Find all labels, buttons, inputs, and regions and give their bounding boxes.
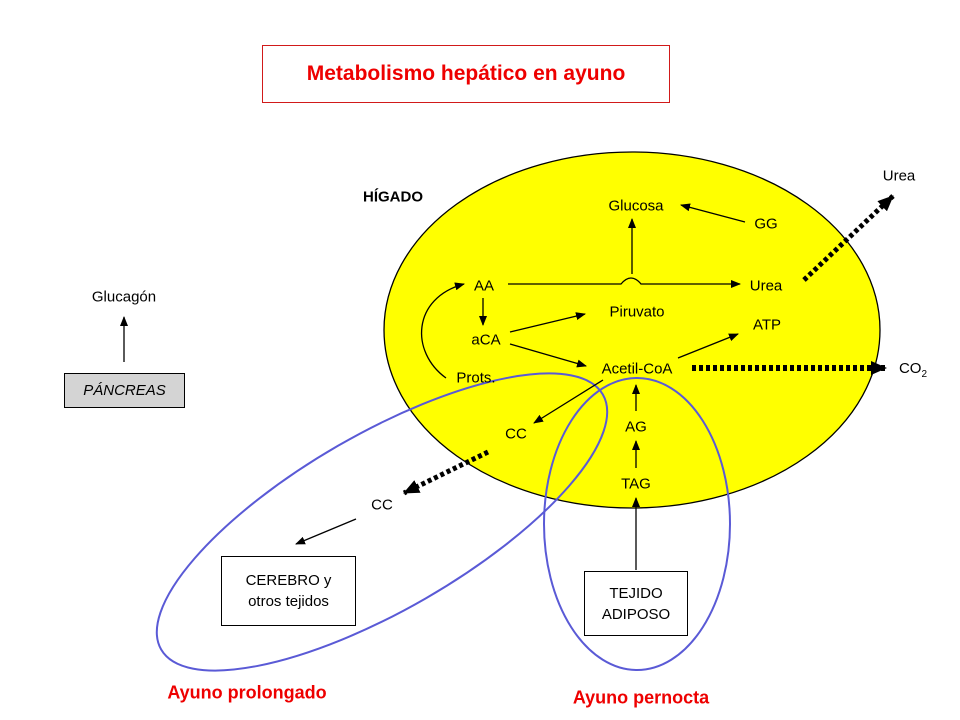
tag-label: TAG <box>621 475 651 493</box>
prolonged-fasting-label: Ayuno prolongado <box>167 682 327 703</box>
brain-line-2: otros tejidos <box>248 593 329 610</box>
adipose-line-2: ADIPOSO <box>601 605 671 623</box>
cc-out-label: CC <box>371 496 393 514</box>
prolonged-fasting-outline <box>155 372 609 672</box>
arrow-acetilcoa-atp <box>677 333 739 359</box>
arrow-prots-aa <box>420 282 465 379</box>
ag-label: AG <box>625 418 647 436</box>
piruvato-label: Piruvato <box>609 303 665 321</box>
arrow-cc-brain <box>295 518 357 545</box>
gg-label: GG <box>754 215 778 233</box>
arrow-aca-piruvato <box>509 312 586 333</box>
adipose-line-1: TEJIDO <box>609 584 663 602</box>
aca-label: aCA <box>471 331 501 349</box>
overnight-fasting-label: Ayuno pernocta <box>572 687 710 708</box>
dotted-arrow-urea-export <box>802 194 895 282</box>
page-title: Metabolismo hepático en ayuno <box>262 45 670 103</box>
brain-tissues-box: CEREBRO y otros tejidos <box>221 556 356 626</box>
glucagon-label: Glucagón <box>91 288 157 306</box>
acetil-coa-label: Acetil-CoA <box>601 360 673 378</box>
atp-label: ATP <box>752 316 782 334</box>
pancreas-label: PÁNCREAS <box>83 382 166 399</box>
brain-line-1: CEREBRO y <box>245 572 332 589</box>
co2-base: CO <box>898 360 922 377</box>
prots-label: Prots. <box>456 369 496 387</box>
aa-label: AA <box>473 277 495 295</box>
cc-liver-label: CC <box>505 425 527 443</box>
dotted-arrow-cc-export <box>402 449 490 496</box>
overnight-fasting-outline <box>543 377 731 671</box>
liver-ellipse <box>383 151 881 509</box>
adipose-tissue-box: TEJIDO ADIPOSO <box>584 571 688 636</box>
co2-label: CO2 <box>899 360 927 380</box>
arrow-acetilcoa-cc <box>533 379 604 424</box>
arrow-gg-glucosa <box>680 203 746 223</box>
urea-liver-label: Urea <box>749 277 783 295</box>
urea-out-label: Urea <box>882 167 916 185</box>
co2-subscript: 2 <box>921 369 928 380</box>
pancreas-box: PÁNCREAS <box>64 373 185 408</box>
glucosa-label: Glucosa <box>608 197 664 215</box>
arrow-aca-acetilcoa <box>509 343 587 368</box>
arrow-aa-urea <box>508 277 741 288</box>
liver-label: HÍGADO <box>363 188 423 206</box>
